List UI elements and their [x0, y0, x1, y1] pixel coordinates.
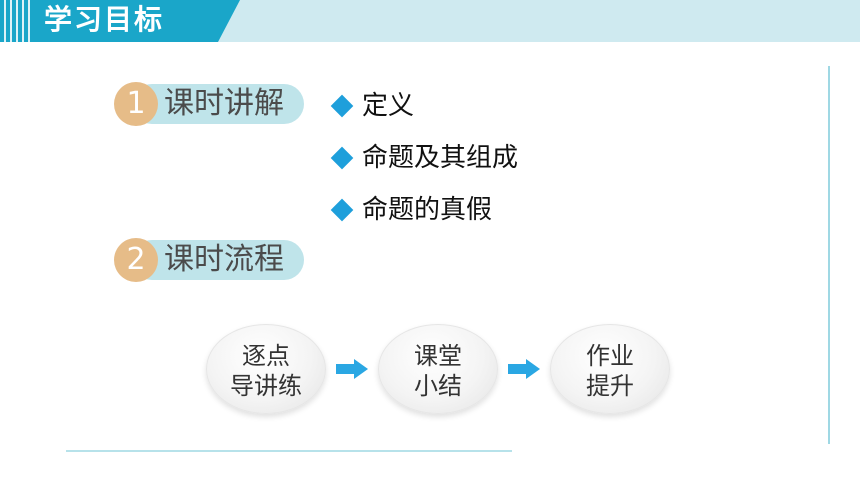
section-pill-lesson-flow: 2 课时流程 — [114, 238, 306, 282]
section-number: 1 — [114, 82, 158, 126]
diamond-icon — [330, 146, 354, 170]
pill-background — [132, 84, 304, 124]
flow-step-text: 课堂 小结 — [379, 341, 497, 401]
section-label: 课时讲解 — [164, 86, 284, 121]
arrow-right-icon — [508, 359, 540, 379]
flow-step-line2: 导讲练 — [230, 372, 302, 400]
flow-step-line2: 提升 — [586, 372, 634, 400]
flow-step-text: 作业 提升 — [551, 341, 669, 401]
page-title: 学习目标 — [44, 3, 165, 36]
flow-step-line1: 逐点 — [242, 342, 290, 370]
flow-step-point-by-point: 逐点 导讲练 — [206, 324, 326, 414]
header-stripes — [4, 0, 32, 42]
flow-step-line1: 作业 — [586, 342, 634, 370]
bullet-text: 定义 — [362, 91, 415, 121]
right-divider — [828, 66, 830, 444]
arrow-right-icon — [336, 359, 368, 379]
section-number: 2 — [114, 238, 158, 282]
flow-step-line2: 小结 — [414, 372, 462, 400]
bottom-divider — [66, 450, 512, 452]
header-tab — [0, 0, 240, 42]
flow-step-text: 逐点 导讲练 — [207, 341, 325, 401]
section-pill-lesson-explanation: 1 课时讲解 — [114, 82, 306, 126]
flow-step-class-summary: 课堂 小结 — [378, 324, 498, 414]
section-label: 课时流程 — [164, 242, 284, 277]
flow-step-line1: 课堂 — [414, 342, 462, 370]
diamond-icon — [330, 94, 354, 118]
bullet-text: 命题及其组成 — [362, 143, 519, 173]
bullet-text: 命题的真假 — [362, 195, 493, 225]
diamond-icon — [330, 198, 354, 222]
pill-background — [132, 240, 304, 280]
flow-step-homework: 作业 提升 — [550, 324, 670, 414]
